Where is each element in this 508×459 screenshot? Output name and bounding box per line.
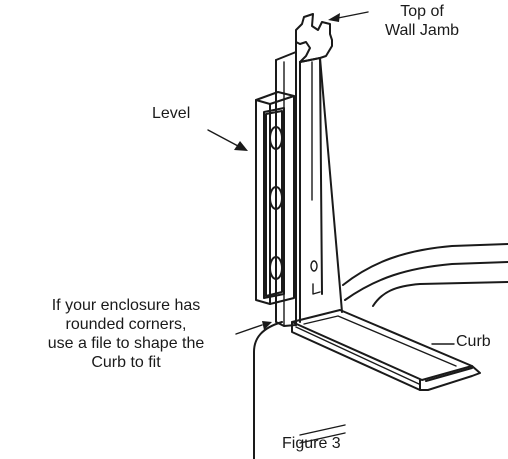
top-of-wall-jamb-label-line2: Wall Jamb — [384, 22, 460, 39]
leader-arrows — [207, 11, 455, 345]
note-line-4: Curb to fit — [91, 354, 161, 371]
note-line-2: rounded corners, — [65, 316, 187, 333]
top-of-wall-jamb-label-line1: Top of — [400, 3, 444, 20]
curb — [291, 309, 481, 391]
figure-caption: Figure 3 — [282, 435, 341, 452]
wall-jamb — [275, 13, 343, 327]
jamb-markings — [310, 260, 321, 295]
note-line-1: If your enclosure has — [51, 297, 201, 314]
level-label: Level — [152, 105, 191, 122]
level-tool — [255, 91, 295, 305]
enclosure-outline — [253, 243, 508, 459]
note-line-3: use a file to shape the — [47, 335, 205, 352]
top-of-wall-jamb-label: Top of Wall Jamb — [370, 2, 474, 40]
rounded-corners-note: If your enclosure has rounded corners, u… — [0, 296, 252, 372]
curb-label: Curb — [456, 333, 491, 350]
